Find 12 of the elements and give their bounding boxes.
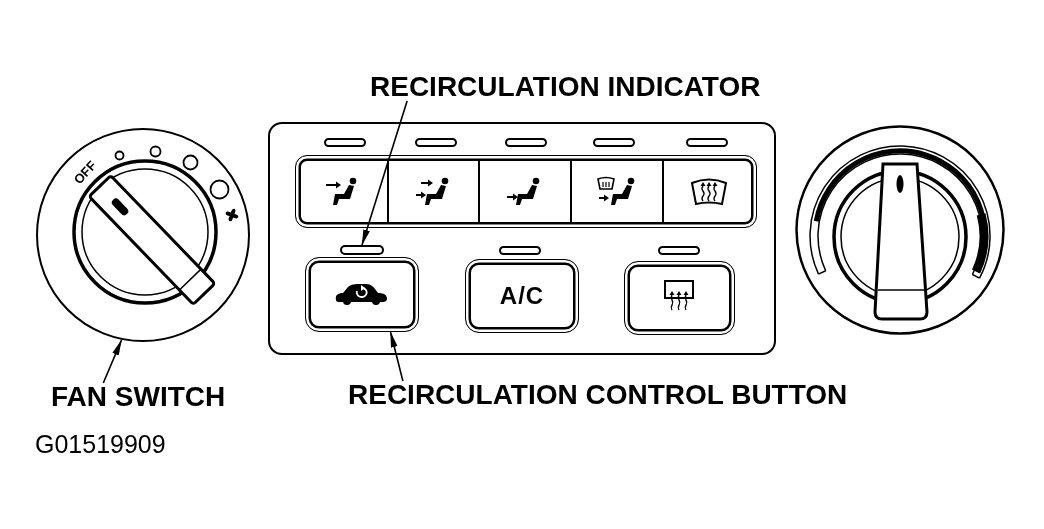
ac-button: A/C [465,259,579,333]
leader-line [361,100,408,246]
rear-defrost-button [624,261,735,335]
callout-label: RECIRCULATION INDICATOR [370,73,761,101]
callout-label: RECIRCULATION CONTROL BUTTON [348,381,848,409]
indicator-light [340,245,384,255]
figure-number: G01519909 [35,432,166,457]
leader-line [389,331,404,382]
recirculation-button [305,257,419,332]
callout-label: FAN SWITCH [51,383,226,411]
control-panel [268,122,776,355]
leader-line [102,339,123,384]
